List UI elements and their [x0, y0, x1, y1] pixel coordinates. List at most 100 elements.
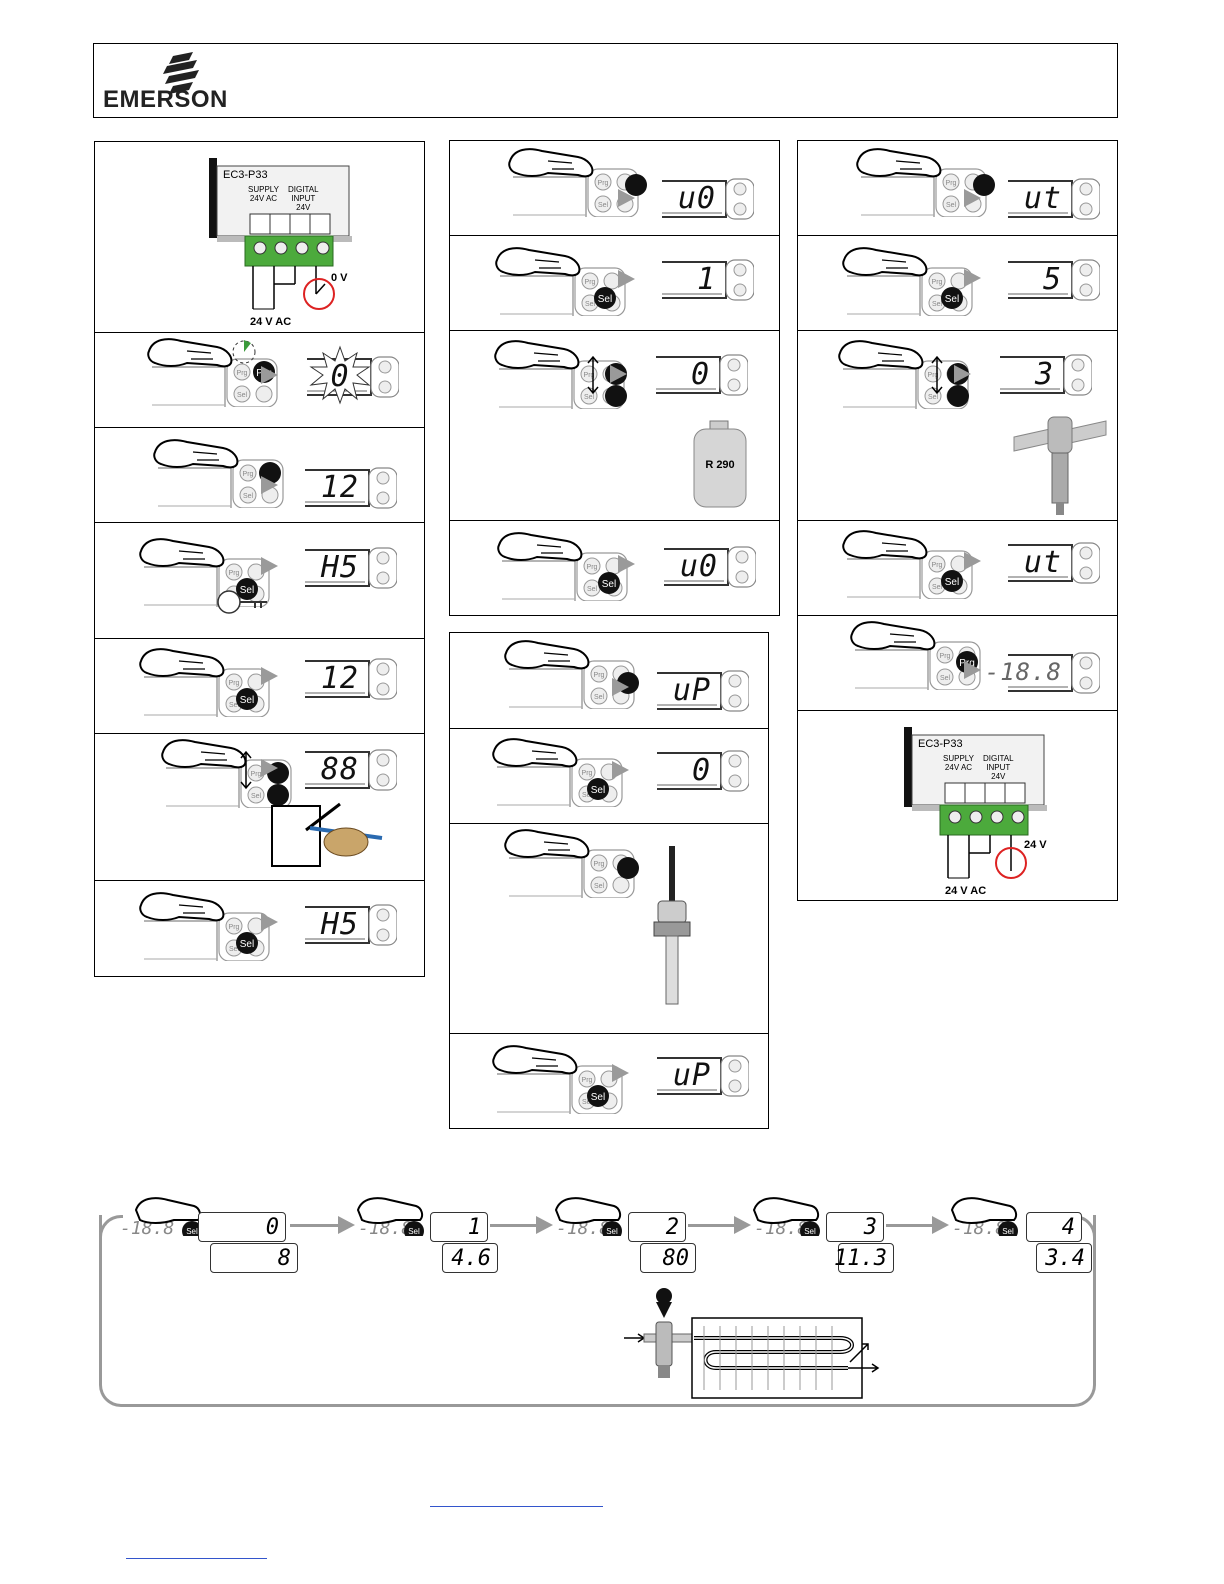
sequence-value-display: 11.3	[838, 1243, 894, 1273]
display-value: u0	[660, 177, 720, 219]
keypad-up	[153, 438, 293, 508]
step-sel-h5: Sel H5	[94, 522, 425, 639]
display-value: H5	[303, 546, 363, 588]
step-sel-h5-confirm: Sel H5	[94, 880, 425, 977]
keypad-down	[504, 828, 644, 898]
step-updown-3-valve: 3	[797, 330, 1118, 521]
display: 0	[654, 353, 748, 395]
arrow-icon	[612, 678, 629, 696]
display-value: ut	[1006, 177, 1066, 219]
svg-text:Sel: Sel	[591, 1092, 605, 1103]
keypad-updown	[161, 738, 301, 808]
footer-link-2[interactable]	[126, 1558, 267, 1559]
display: ut	[1006, 177, 1100, 219]
display-value: 12	[303, 466, 363, 508]
keypad-sel: Sel	[492, 737, 632, 807]
step-sel-5: Sel 5	[797, 235, 1118, 331]
sequence-item-3: -18.8 Sel 3 11.3	[750, 1196, 900, 1276]
sequence-index-display: 1	[430, 1212, 488, 1242]
hand-sel-icon: Sel	[752, 1196, 832, 1236]
svg-text:Sel: Sel	[945, 577, 959, 588]
keypad-sel: Sel	[139, 647, 279, 717]
display-value: 0	[305, 355, 375, 397]
step-down-u0: u0	[449, 140, 780, 236]
sequence-value-display: 80	[640, 1243, 696, 1273]
step-sel-12: Sel 12	[94, 638, 425, 734]
sequence-item-1: -18.8 Sel 1 4.6	[354, 1196, 504, 1276]
sequence-index-display: 0	[198, 1212, 286, 1242]
step-prg-exit: Prg -18.8	[797, 615, 1118, 711]
keypad-sel: Sel	[842, 529, 982, 599]
display: 1	[660, 258, 754, 300]
sequence-item-2: -18.8 Sel 2 80	[552, 1196, 702, 1276]
updown-arrow-icon	[586, 355, 600, 395]
emerson-logo: EMERSON	[103, 50, 263, 116]
arrow-icon	[964, 189, 981, 207]
display: H5	[303, 546, 397, 588]
keypad-sel: Sel	[139, 891, 279, 961]
wiring-supply-label: SUPPLY 24V AC	[248, 185, 279, 203]
footer-link-1[interactable]	[430, 1506, 603, 1507]
display: 12	[303, 466, 397, 508]
display: 0	[655, 749, 749, 791]
step-sel-0: Sel 0	[449, 728, 769, 824]
svg-text:Sel: Sel	[1002, 1227, 1014, 1236]
hand-sel-icon: Sel	[950, 1196, 1030, 1236]
column-3: ut Sel 5 3 Sel ut Prg -18.8	[797, 140, 1118, 901]
wiring-supply-label: SUPPLY 24V AC	[943, 754, 974, 772]
wiring-voltage-on: 24 V	[1024, 839, 1047, 851]
column-2-top: u0 Sel 1 0 R 290 Sel u0	[449, 140, 780, 616]
step-up-12: 12	[94, 427, 425, 523]
step-sel-1: Sel 1	[449, 235, 780, 331]
document-header: EMERSON	[93, 43, 1118, 118]
display-value: uP	[655, 1054, 715, 1096]
display: -18.8	[1006, 651, 1100, 693]
svg-text:Sel: Sel	[240, 939, 254, 950]
keypad-sel: Sel	[495, 246, 635, 316]
sequence-value-display: 4.6	[442, 1243, 498, 1273]
display-value: uP	[655, 669, 715, 711]
svg-text:Sel: Sel	[945, 294, 959, 305]
sequence-index-display: 3	[826, 1212, 884, 1242]
arrow-icon	[618, 189, 635, 207]
step-sel-up: Sel uP	[449, 1033, 769, 1129]
wiring-input-label: DIGITAL INPUT 24V	[288, 185, 319, 212]
display: 5	[1006, 258, 1100, 300]
step-sel-u0: Sel u0	[449, 520, 780, 616]
svg-text:Sel: Sel	[598, 294, 612, 305]
keypad-prg: Prg	[850, 620, 990, 690]
wiring-diagram	[205, 154, 405, 334]
step-down-ut: ut	[797, 140, 1118, 236]
arrow-icon	[964, 552, 981, 570]
sequence-arrow-line	[290, 1224, 340, 1227]
wiring-model-label: EC3-P33	[918, 738, 963, 750]
sequence-value-display: 3.4	[1036, 1243, 1092, 1273]
write-note-icon	[270, 802, 390, 872]
sequence-arrow-icon	[536, 1216, 553, 1234]
arrow-icon	[261, 476, 278, 494]
wiring-supply-voltage: 24 V AC	[250, 316, 291, 328]
step-down-sensor	[449, 823, 769, 1034]
step-sel-ut: Sel ut	[797, 520, 1118, 616]
svg-text:Sel: Sel	[408, 1227, 420, 1236]
sequence-arrow-icon	[338, 1216, 355, 1234]
arrow-icon	[618, 270, 635, 288]
display: 3	[998, 353, 1092, 395]
display-value: ut	[1006, 541, 1066, 583]
display-value: -18.8	[1006, 651, 1066, 693]
display: u0	[660, 177, 754, 219]
step-updown-88: 88	[94, 733, 425, 881]
display: 88	[303, 748, 397, 790]
sequence-arrow-line	[688, 1224, 736, 1227]
wiring-voltage-off: 0 V	[331, 272, 348, 284]
timer-icon	[229, 337, 259, 367]
display: 12	[303, 657, 397, 699]
arrow-icon	[610, 365, 627, 383]
hand-sel-icon: Sel	[356, 1196, 436, 1236]
arrow-icon	[964, 269, 981, 287]
arrow-icon	[612, 761, 629, 779]
display: u0	[662, 545, 756, 587]
svg-text:Sel: Sel	[186, 1227, 198, 1236]
svg-text:Sel: Sel	[606, 1227, 618, 1236]
svg-text:Sel: Sel	[591, 785, 605, 796]
